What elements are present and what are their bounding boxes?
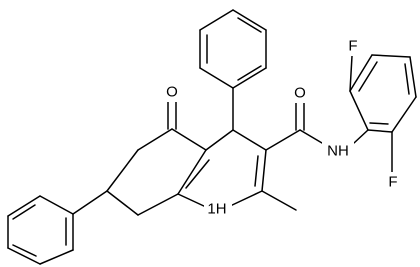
bond-c7-phenyl — [72, 190, 108, 215]
bond-c8-c8a — [137, 193, 179, 216]
bond-cf-top — [349, 55, 353, 92]
bond-c7-c8 — [106, 190, 139, 216]
bond-aryl-4 — [409, 56, 417, 98]
bond-left-phenyl-2 — [7, 195, 41, 217]
amide-nitrogen-label: NH — [327, 143, 349, 160]
amide-oxygen-label: O — [294, 85, 306, 102]
bond-n1-c8a — [177, 193, 207, 208]
bond-c3-carbonyl — [265, 129, 301, 151]
bond-c2-n1 — [227, 190, 263, 208]
bond-left-phenyl-5 — [39, 249, 74, 265]
fluorine-top-label: F — [348, 38, 357, 55]
bond-aryl-5 — [391, 96, 417, 133]
bond-c3-c2 — [261, 149, 267, 192]
bond-c4-c3 — [232, 129, 267, 151]
bond-aryl-3 — [371, 54, 411, 58]
bond-aryl-inner-1 — [358, 61, 378, 92]
bond-left-phenyl-inner-2 — [12, 244, 37, 257]
bond-left-phenyl-4 — [7, 247, 41, 265]
bond-top-phenyl-1 — [199, 67, 234, 89]
bond-aryl-2 — [349, 54, 373, 92]
bond-aryl-inner-3 — [369, 122, 389, 125]
bond-c5-c4a — [171, 128, 207, 151]
bond-aryl-6 — [367, 129, 393, 133]
ring-nitrogen-label: 1H — [207, 201, 226, 218]
bond-aryl-inner-2 — [404, 63, 410, 95]
bond-c6-c7 — [106, 149, 139, 192]
bond-left-phenyl-1 — [39, 195, 74, 215]
bond-c5-c6 — [137, 128, 173, 151]
bond-methyl — [261, 190, 297, 211]
bond-top-phenyl-inner-3 — [237, 65, 262, 81]
bond-c8a-c4a — [177, 149, 207, 195]
bond-c3-c2-double — [254, 155, 259, 187]
atom-labels: O O NH 1H F F — [164, 36, 400, 219]
fluorine-bottom-label: F — [388, 174, 397, 191]
bond-carbonyl-nh — [299, 129, 323, 144]
bond-top-phenyl-6 — [232, 67, 267, 89]
bond-c4a-c4 — [205, 129, 234, 151]
bond-top-phenyl-inner-2 — [237, 17, 262, 33]
bond-top-phenyl-4 — [232, 9, 267, 31]
bond-aryl-1 — [349, 90, 369, 131]
bond-left-phenyl-inner-1 — [12, 204, 36, 220]
ketone-oxygen-label: O — [166, 84, 178, 101]
bond-c8a-c4a-double — [185, 159, 210, 189]
bond-top-phenyl-3 — [199, 9, 234, 31]
bonds — [7, 9, 417, 265]
bond-nh-aryl — [353, 129, 369, 144]
